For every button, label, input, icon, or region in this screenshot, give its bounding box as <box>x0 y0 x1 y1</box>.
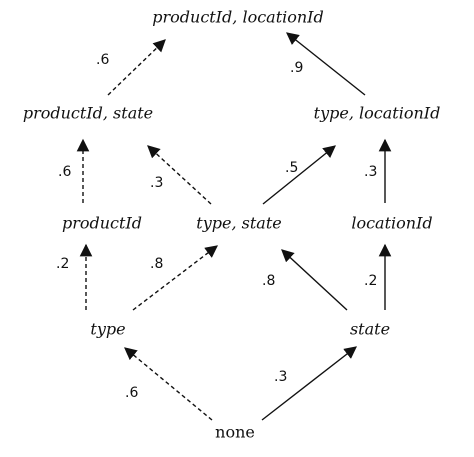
edge-type_state-to-productId_state <box>147 145 212 205</box>
node-productId: productId <box>62 214 142 233</box>
edges-layer: .6 .9 .6 .3 .5 .3 .2 .8 .8 .2 .6 .3 <box>56 32 392 421</box>
edge-label-type_locationId-to-productId_locationId: .9 <box>290 60 303 76</box>
edge-label-none-to-state: .3 <box>274 369 287 385</box>
node-productId-state: productId, state <box>23 104 153 123</box>
node-none: none <box>215 423 255 442</box>
node-productId-locationId: productId, locationId <box>152 8 324 27</box>
node-type-locationId: type, locationId <box>314 104 441 123</box>
edge-state-to-type_state <box>281 249 348 311</box>
edge-type_locationId-to-productId_locationId <box>286 32 366 96</box>
edge-type-to-type_state <box>132 245 219 311</box>
edge-label-type_state-to-productId_state: .3 <box>150 175 163 191</box>
node-type-state: type, state <box>196 214 281 233</box>
node-state: state <box>350 320 390 339</box>
edge-label-type-to-productId: .2 <box>56 256 69 272</box>
node-locationId: locationId <box>351 214 432 233</box>
edge-productId_state-to-productId_locationId <box>107 39 166 96</box>
edge-label-type-to-type_state: .8 <box>150 256 163 272</box>
edge-none-to-state <box>261 346 357 421</box>
nodes-layer: productId, locationId productId, state typ… <box>23 8 440 442</box>
edge-label-locationId-to-type_locationId: .3 <box>364 164 377 180</box>
edge-label-productId-to-productId_state: .6 <box>58 164 71 180</box>
edge-label-state-to-locationId: .2 <box>364 273 377 289</box>
node-type: type <box>90 320 125 339</box>
edge-type_state-to-type_locationId <box>262 145 336 205</box>
edge-label-state-to-type_state: .8 <box>262 273 275 289</box>
edge-label-productId_state-to-productId_locationId: .6 <box>96 52 109 68</box>
edge-label-type_state-to-type_locationId: .5 <box>285 160 298 176</box>
edge-none-to-type <box>124 347 213 421</box>
edge-label-none-to-type: .6 <box>125 385 138 401</box>
